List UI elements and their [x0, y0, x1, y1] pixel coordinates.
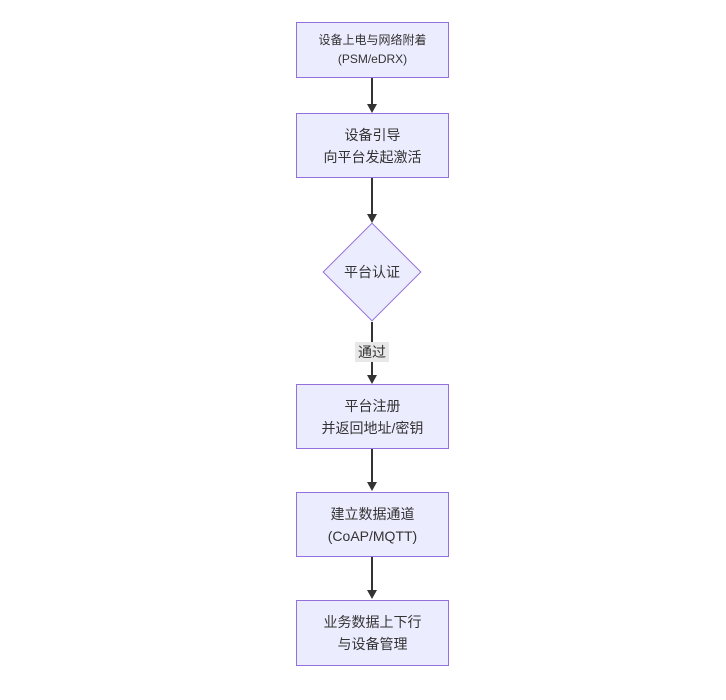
node-device-bootstrap: 设备引导 向平台发起激活	[296, 113, 449, 178]
node-label-line: 业务数据上下行	[323, 614, 422, 630]
edge-label-pass: 通过	[355, 342, 389, 362]
node-data-channel: 建立数据通道 (CoAP/MQTT)	[296, 492, 449, 557]
edge-power-to-bootstrap	[367, 78, 377, 113]
node-label-line: 与设备管理	[337, 636, 408, 652]
node-label-line: (PSM/eDRX)	[337, 52, 408, 66]
edge-channel-to-business	[367, 557, 377, 599]
node-label-line: 平台认证	[344, 264, 400, 280]
arrowhead-down-icon	[367, 104, 377, 113]
arrowhead-down-icon	[367, 482, 377, 491]
node-label-line: (CoAP/MQTT)	[327, 527, 418, 544]
node-platform-register: 平台注册 并返回地址/密钥	[296, 384, 449, 449]
arrow-line	[371, 449, 373, 483]
node-label-line: 并返回地址/密钥	[321, 419, 424, 436]
arrow-line	[371, 557, 373, 591]
arrow-line	[371, 78, 373, 105]
node-business-data: 业务数据上下行 与设备管理	[296, 600, 449, 666]
node-label-line: 向平台发起激活	[323, 148, 422, 165]
node-label-line: 设备上电与网络附着	[318, 33, 427, 47]
edge-bootstrap-to-auth	[367, 178, 377, 223]
edge-register-to-channel	[367, 449, 377, 491]
node-label-line: 平台注册	[344, 397, 401, 414]
arrowhead-down-icon	[367, 214, 377, 223]
node-label-line: 设备引导	[344, 126, 401, 143]
arrowhead-down-icon	[367, 375, 377, 384]
node-label-line: 建立数据通道	[330, 505, 415, 522]
node-platform-auth: 平台认证	[322, 222, 422, 322]
node-device-power-on: 设备上电与网络附着 (PSM/eDRX)	[296, 22, 449, 78]
arrowhead-down-icon	[367, 590, 377, 599]
arrow-line	[371, 178, 373, 215]
